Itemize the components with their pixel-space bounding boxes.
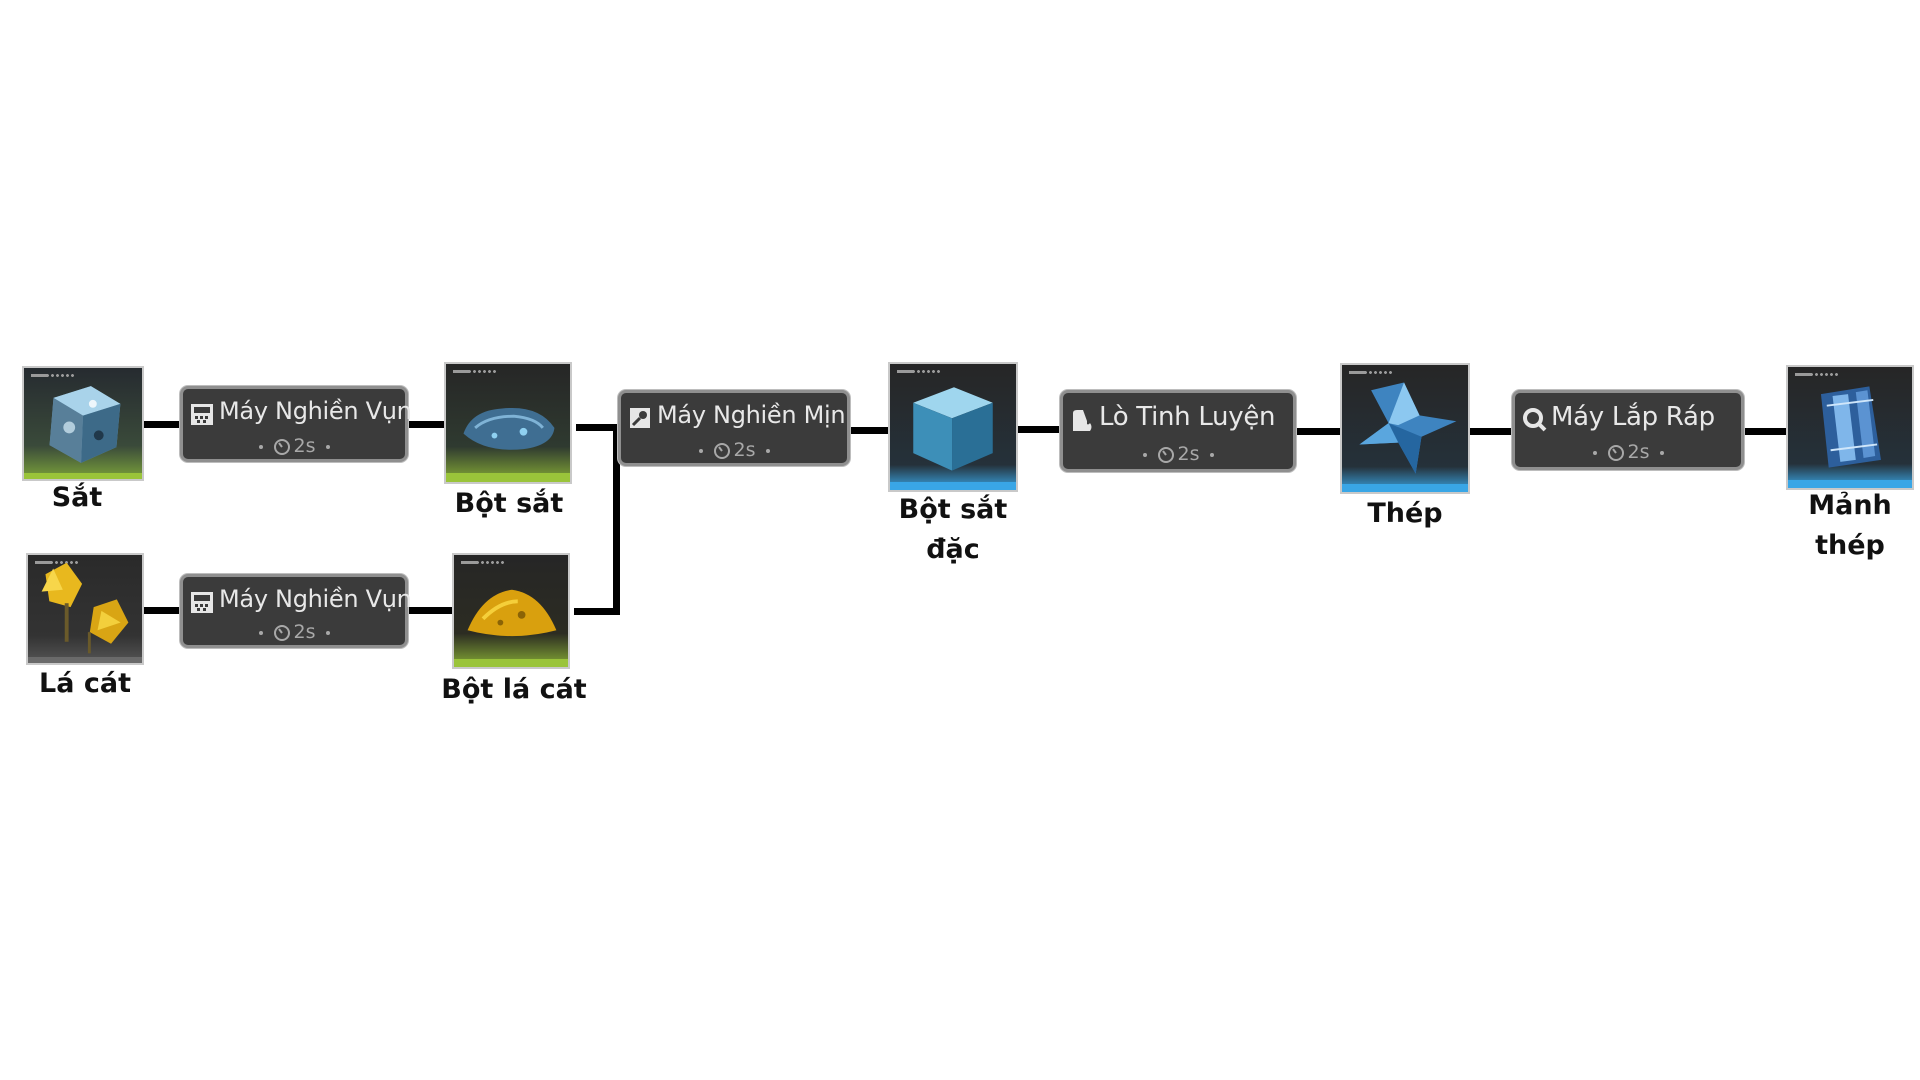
timer-icon [273, 625, 290, 641]
item-la-cat[interactable] [26, 553, 144, 665]
connector-crusher-botlacat [408, 607, 452, 614]
label-bot-sat-dac-line2: đặc [926, 534, 980, 565]
label-la-cat: Lá cát [39, 668, 131, 699]
timer-icon [273, 439, 290, 455]
machine-time-value: 2s [1627, 441, 1650, 463]
connector-botsatdac-refinery [1018, 426, 1060, 433]
connector-grinder-botsatdac [850, 427, 888, 434]
timer-icon [1607, 445, 1624, 461]
sand-powder-icon [467, 589, 557, 637]
label-manh-thep-line1: Mảnh [1808, 490, 1892, 521]
item-sat[interactable] [22, 366, 144, 481]
timer-icon [1157, 447, 1174, 463]
machine-assembler[interactable]: Máy Lắp Ráp 2s [1512, 390, 1744, 470]
assembler-icon [1523, 408, 1547, 432]
label-manh-thep: Mảnh thép [1774, 486, 1920, 566]
sand-leaf-icon [41, 562, 129, 654]
steel-part-icon [1820, 386, 1881, 468]
dense-iron-powder-icon [913, 387, 993, 471]
iron-ore-icon [49, 386, 121, 463]
crusher-icon [191, 404, 213, 425]
machine-time: 2s [183, 621, 405, 643]
item-bot-la-cat[interactable] [452, 553, 570, 669]
grinder-icon [630, 408, 650, 428]
machine-time: 2s [183, 435, 405, 457]
machine-name: Lò Tinh Luyện [1099, 402, 1276, 432]
machine-name: Máy Nghiền Vụn [219, 585, 412, 613]
label-bot-la-cat: Bột lá cát [441, 674, 587, 705]
label-thep: Thép [1367, 498, 1443, 529]
machine-grinder[interactable]: Máy Nghiền Mịn 2s [618, 390, 850, 466]
label-manh-thep-line2: thép [1815, 530, 1885, 561]
connector-sat-crusher [144, 421, 180, 428]
item-bot-sat[interactable] [444, 362, 572, 484]
machine-name: Máy Nghiền Mịn [657, 401, 846, 429]
item-thep[interactable] [1340, 363, 1470, 494]
machine-crusher-top[interactable]: Máy Nghiền Vụn 2s [180, 386, 412, 462]
machine-refinery[interactable]: Lò Tinh Luyện 2s [1060, 390, 1296, 472]
connector-lacat-crusher [144, 607, 180, 614]
item-manh-thep[interactable] [1786, 365, 1914, 490]
label-bot-sat-dac-line1: Bột sắt [898, 494, 1008, 525]
machine-name: Máy Lắp Ráp [1551, 402, 1715, 432]
connector-crusher-botsat [408, 421, 444, 428]
crusher-icon [191, 592, 213, 613]
label-bot-sat: Bột sắt [454, 488, 564, 519]
connector-thep-assembler [1470, 428, 1512, 435]
machine-time-value: 2s [293, 435, 316, 457]
machine-time-value: 2s [1177, 443, 1200, 465]
label-sat: Sắt [51, 482, 103, 513]
label-bot-sat-dac: Bột sắt đặc [878, 490, 1028, 570]
connector-botlacat-merge [574, 608, 620, 615]
connector-assembler-manhthep [1744, 428, 1786, 435]
connector-merge-vertical [613, 424, 620, 615]
machine-time-value: 2s [733, 439, 756, 461]
item-bot-sat-dac[interactable] [888, 362, 1018, 492]
machine-name: Máy Nghiền Vụn [219, 397, 412, 425]
machine-time-value: 2s [293, 621, 316, 643]
iron-powder-icon [463, 407, 555, 450]
machine-time: 2s [1515, 441, 1741, 463]
refinery-icon [1073, 410, 1092, 431]
steel-icon [1359, 382, 1457, 474]
timer-icon [713, 443, 730, 459]
connector-refinery-thep [1296, 428, 1340, 435]
machine-time: 2s [1063, 443, 1293, 465]
machine-time: 2s [621, 439, 847, 461]
machine-crusher-bottom[interactable]: Máy Nghiền Vụn 2s [180, 574, 412, 648]
connector-botsat-merge [576, 424, 620, 431]
